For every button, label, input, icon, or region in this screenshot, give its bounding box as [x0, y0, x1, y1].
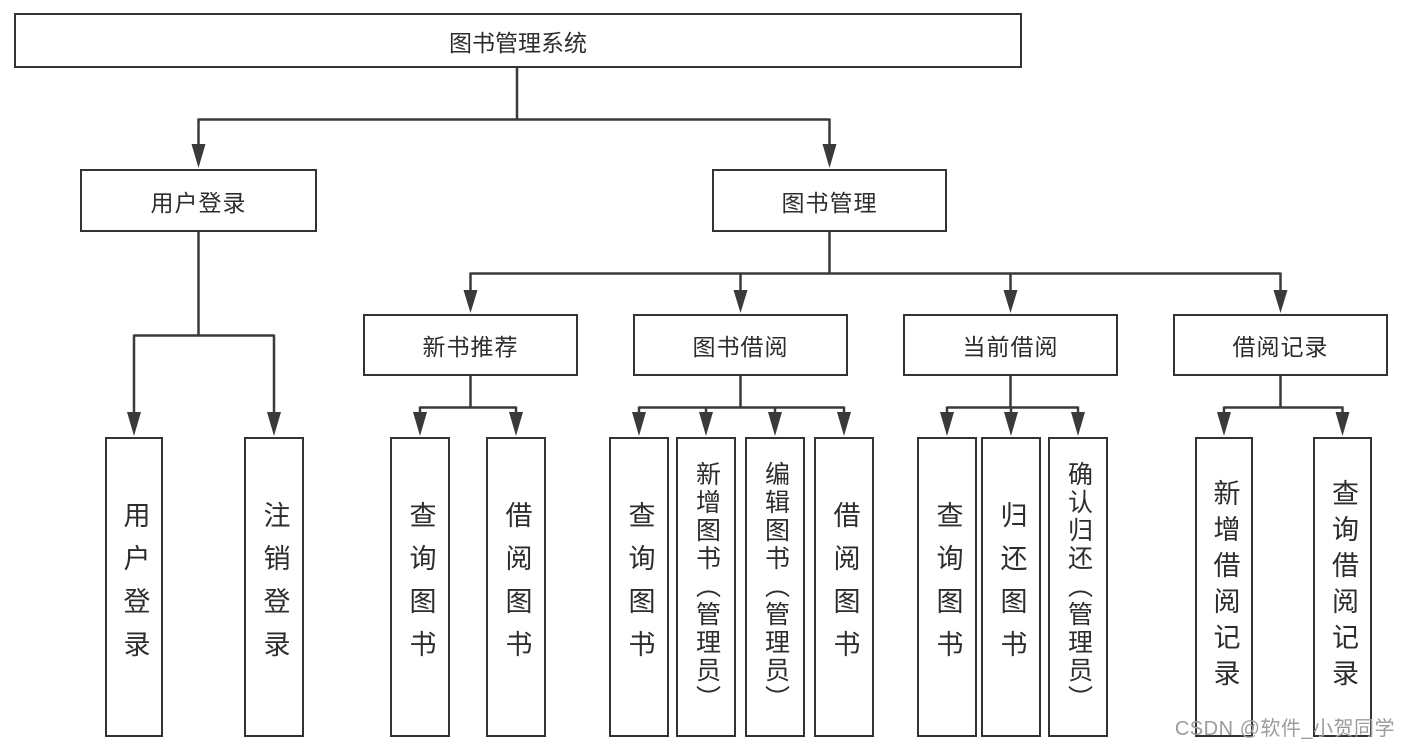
node-label: 图书管理系统 — [449, 29, 587, 56]
leaf-query-books-recommend: 查询图书 — [390, 437, 450, 737]
leaf-return-books: 归还图书 — [981, 437, 1041, 737]
leaf-label: 查询图书 — [932, 501, 963, 673]
leaf-confirm-return-admin: 确认归还（管理员） — [1048, 437, 1108, 737]
node-user-login: 用户登录 — [80, 169, 317, 232]
leaf-label: 注销登录 — [259, 501, 290, 673]
leaf-user-login: 用户登录 — [105, 437, 163, 737]
leaf-query-borrow-record: 查询借阅记录 — [1313, 437, 1372, 737]
node-library-management-system: 图书管理系统 — [14, 13, 1022, 68]
node-new-book-recommend: 新书推荐 — [363, 314, 578, 376]
leaf-label: 借阅图书 — [829, 501, 860, 673]
leaf-edit-books-admin: 编辑图书（管理员） — [745, 437, 805, 737]
node-label: 新书推荐 — [422, 334, 519, 360]
leaf-label: 归还图书 — [996, 501, 1027, 673]
leaf-label: 查询借阅记录 — [1328, 479, 1358, 695]
leaf-add-borrow-record: 新增借阅记录 — [1195, 437, 1253, 737]
leaf-label: 新增借阅记录 — [1209, 479, 1240, 695]
node-label: 图书管理 — [781, 189, 878, 216]
node-label: 用户登录 — [150, 189, 247, 216]
leaf-borrow-books: 借阅图书 — [814, 437, 874, 737]
leaf-label: 查询图书 — [405, 501, 436, 673]
leaf-logout: 注销登录 — [244, 437, 304, 737]
leaf-label: 借阅图书 — [501, 501, 532, 673]
leaf-label: 编辑图书（管理员） — [761, 461, 790, 713]
leaf-label: 确认归还（管理员） — [1064, 461, 1093, 713]
csdn-watermark: CSDN @软件_小贺同学 — [1174, 718, 1395, 740]
leaf-add-books-admin: 新增图书（管理员） — [676, 437, 736, 737]
leaf-query-books-current: 查询图书 — [917, 437, 977, 737]
node-current-borrow: 当前借阅 — [903, 314, 1118, 376]
leaf-query-books-borrow: 查询图书 — [609, 437, 669, 737]
node-book-borrow: 图书借阅 — [633, 314, 848, 376]
node-borrow-records: 借阅记录 — [1173, 314, 1388, 376]
node-label: 图书借阅 — [692, 334, 789, 360]
node-book-management: 图书管理 — [712, 169, 947, 232]
leaf-label: 用户登录 — [119, 501, 150, 673]
leaf-label: 新增图书（管理员） — [692, 461, 721, 713]
leaf-label: 查询图书 — [624, 501, 655, 673]
node-label: 当前借阅 — [962, 334, 1059, 360]
node-label: 借阅记录 — [1232, 334, 1329, 360]
leaf-borrow-books-recommend: 借阅图书 — [486, 437, 546, 737]
